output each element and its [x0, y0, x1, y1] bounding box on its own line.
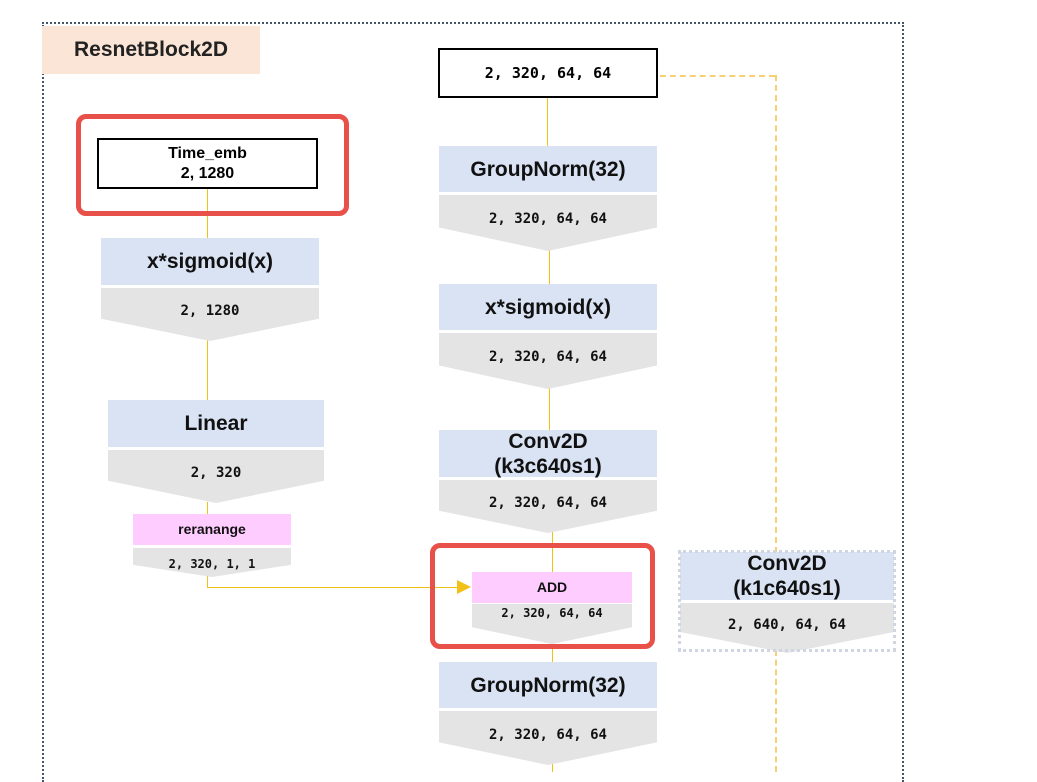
shortcut-dash-bottom — [775, 650, 777, 772]
input-tensor-box: 2, 320, 64, 64 — [438, 48, 658, 98]
main-sigmoid-header: x*sigmoid(x) — [439, 284, 657, 330]
connector-sigmoid-conv — [549, 388, 550, 430]
time-emb-highlight — [76, 114, 349, 216]
groupnorm-1-header: GroupNorm(32) — [439, 146, 657, 192]
main-sigmoid-shape-text: 2, 320, 64, 64 — [488, 349, 607, 365]
conv-k1-dotted-outline — [678, 550, 896, 652]
conv-k1-header: Conv2D (k1c640s1) — [680, 552, 894, 600]
time-emb-shape: 2, 1280 — [180, 164, 235, 182]
groupnorm-2-shape-text: 2, 320, 64, 64 — [488, 727, 607, 743]
input-shape: 2, 320, 64, 64 — [484, 64, 612, 82]
connector-rerange-add-across — [207, 587, 457, 588]
shortcut-dash-horizontal — [660, 75, 775, 77]
connector-add-groupnorm — [552, 644, 553, 662]
rerange-header: reranange — [133, 514, 291, 545]
block-frame — [42, 22, 904, 782]
rerange-shape: 2, 320, 1, 1 — [133, 548, 291, 577]
connector-input-groupnorm — [547, 97, 548, 146]
connector-groupnorm-sigmoid — [549, 250, 550, 284]
connector-conv-add — [552, 532, 553, 572]
shortcut-dash-top — [775, 75, 777, 553]
connector-sigmoid-linear — [207, 340, 208, 400]
conv-k1-shape-text: 2, 640, 64, 64 — [727, 617, 846, 633]
add-header: ADD — [472, 572, 632, 603]
linear-header: Linear — [108, 400, 324, 447]
time-emb-label: Time_emb — [168, 144, 247, 162]
conv-k3-shape-text: 2, 320, 64, 64 — [488, 495, 607, 511]
rerange-shape-text: 2, 320, 1, 1 — [168, 557, 256, 571]
groupnorm-2-header: GroupNorm(32) — [439, 662, 657, 708]
left-sigmoid-header: x*sigmoid(x) — [101, 238, 319, 285]
groupnorm-1-shape-text: 2, 320, 64, 64 — [488, 211, 607, 227]
conv-k3-header: Conv2D (k3c640s1) — [439, 430, 657, 478]
left-sigmoid-shape-text: 2, 1280 — [180, 303, 240, 319]
add-highlight — [430, 543, 655, 649]
connector-linear-rerange — [207, 502, 208, 514]
linear-shape-text: 2, 320 — [190, 465, 242, 481]
time-emb-box: Time_emb 2, 1280 — [97, 138, 318, 189]
connector-rerange-add-down — [207, 576, 208, 587]
block-title: ResnetBlock2D — [42, 26, 260, 74]
arrow-into-add — [457, 580, 471, 594]
connector-groupnorm-out — [552, 764, 553, 772]
add-shape-text: 2, 320, 64, 64 — [501, 606, 603, 620]
